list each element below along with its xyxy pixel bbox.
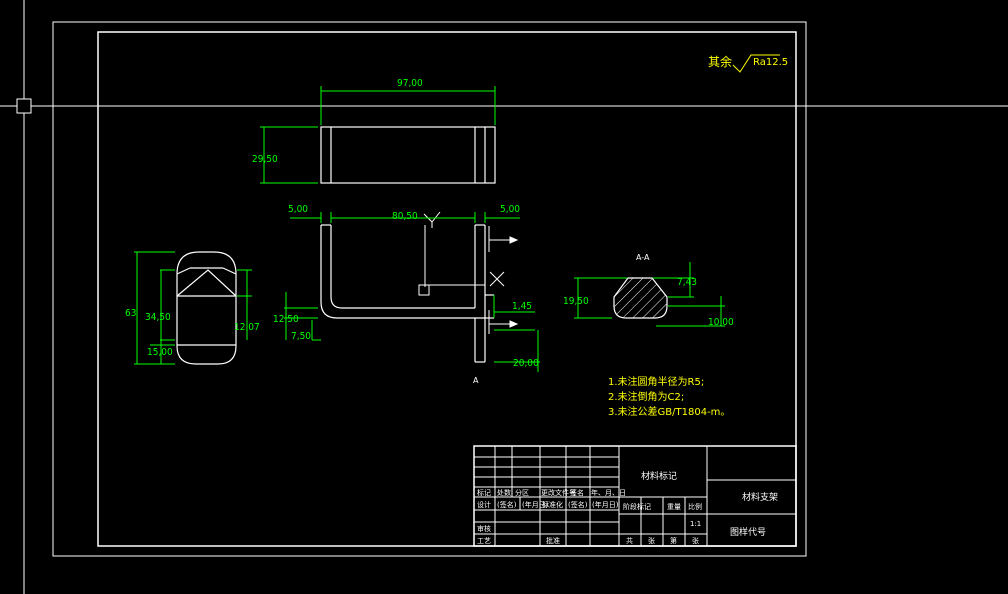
dim-63: 63 [125, 308, 136, 319]
material-mark: 材料标记 [641, 470, 677, 482]
section-dimensions [574, 262, 725, 327]
dim-19-5: 19,50 [563, 296, 589, 307]
tb-b5: (年月日) [592, 500, 619, 509]
tb-a2: 分区 [515, 488, 529, 497]
dim-5-right: 5,00 [500, 204, 520, 215]
front-view [320, 224, 494, 363]
dim-12-07: 12,07 [234, 322, 260, 333]
note-3: 3.未注公差GB/T1804-m。 [608, 405, 730, 418]
roughness-prefix: 其余 [708, 54, 732, 69]
dim-80-5: 80,50 [392, 211, 418, 222]
tb-d1: 批准 [546, 536, 560, 545]
roughness-value: Ra12.5 [753, 57, 788, 68]
top-view-dimensions [260, 86, 496, 184]
tb-d0: 工艺 [477, 537, 491, 545]
dim-20: 20,00 [513, 358, 539, 369]
dim-1-45: 1,45 [512, 301, 532, 312]
note-2: 2.未注倒角为C2; [608, 390, 684, 403]
tb-b3: 标准化 [542, 500, 563, 509]
tb-sheet-unit-1: 张 [648, 536, 655, 545]
tb-b4: (签名) [568, 500, 588, 509]
tb-c0: 审核 [477, 524, 491, 533]
tb-sheet-total: 共 [626, 536, 633, 545]
roughness-symbol: 其余 Ra12.5 [708, 54, 788, 73]
title-block [473, 445, 797, 547]
tb-a1: 处数 [497, 488, 511, 497]
dim-29-5: 29,50 [252, 154, 278, 165]
tb-a0: 标记 [477, 488, 491, 497]
section-marker-a: A [473, 376, 479, 385]
front-view-dimensions [284, 212, 540, 372]
scale-value: 1:1 [690, 520, 701, 528]
tb-b0: 设计 [477, 500, 491, 509]
tb-scale-label: 比例 [688, 502, 702, 511]
tb-a5: 年、月、日 [591, 488, 626, 497]
title-block-text: 材料标记 材料支架 图样代号 1:1 标记 处数 分区 更改文件号 签名 年、月… [477, 470, 778, 545]
top-view [320, 126, 496, 184]
section-profile [613, 277, 668, 319]
tb-b2: (年月日) [522, 500, 549, 509]
dim-15: 15,00 [147, 347, 173, 358]
side-view [176, 251, 237, 365]
tb-a4: 签名 [570, 488, 584, 497]
tb-a3: 更改文件号 [541, 488, 576, 497]
dim-97: 97,00 [397, 78, 423, 89]
dim-12-5: 12,50 [273, 314, 299, 325]
dim-5-left: 5,00 [288, 204, 308, 215]
dim-7-5: 7,50 [291, 331, 311, 342]
tb-stage-mark: 阶段标记 [623, 502, 651, 511]
tb-weight: 重量 [667, 503, 681, 511]
dim-7-43: 7,43 [677, 277, 697, 288]
section-cut-markers [488, 226, 519, 334]
technical-notes: 1.未注圆角半径为R5; 2.未注倒角为C2; 3.未注公差GB/T1804-m… [608, 375, 730, 418]
side-view-dimensions [134, 251, 252, 365]
sheet-inner-border [97, 31, 797, 547]
dim-34-5: 34,50 [145, 312, 171, 323]
tb-sheet-num: 第 [670, 536, 677, 545]
sheet-outer-border [52, 21, 807, 557]
tb-sheet-unit-2: 张 [692, 536, 699, 545]
part-name: 材料支架 [742, 491, 778, 503]
drawing-number-label: 图样代号 [730, 526, 766, 538]
weld-symbols [418, 211, 505, 296]
tb-b1: (签名) [497, 500, 517, 509]
dim-10: 10,00 [708, 317, 734, 328]
note-1: 1.未注圆角半径为R5; [608, 375, 704, 388]
section-title: A-A [636, 253, 650, 262]
